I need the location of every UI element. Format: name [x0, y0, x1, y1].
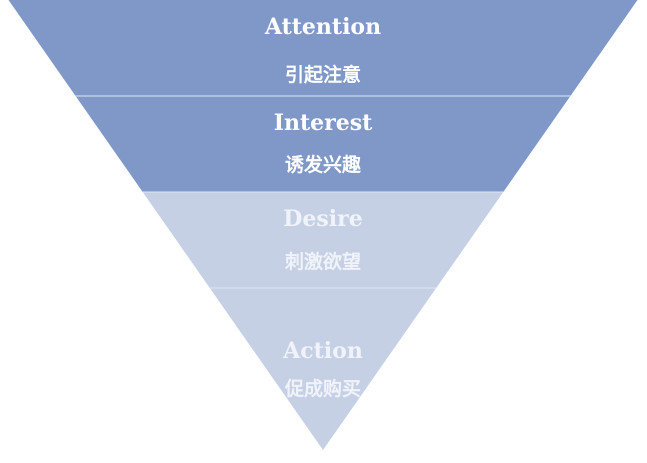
- stage-action-en: Action: [283, 338, 363, 364]
- funnel-band-attention: [8, 0, 638, 96]
- stage-desire-en: Desire: [283, 206, 363, 232]
- stage-action-zh: 促成购买: [284, 378, 361, 400]
- stage-attention-en: Attention: [264, 14, 382, 40]
- stage-desire-zh: 刺激欲望: [284, 251, 361, 273]
- stage-attention-zh: 引起注意: [284, 64, 361, 86]
- funnel-band-desire: [142, 192, 504, 288]
- stage-interest-zh: 诱发兴趣: [284, 154, 361, 176]
- funnel-band-interest: [75, 96, 571, 192]
- funnel-band-action: [209, 288, 437, 450]
- stage-interest-en: Interest: [273, 110, 373, 136]
